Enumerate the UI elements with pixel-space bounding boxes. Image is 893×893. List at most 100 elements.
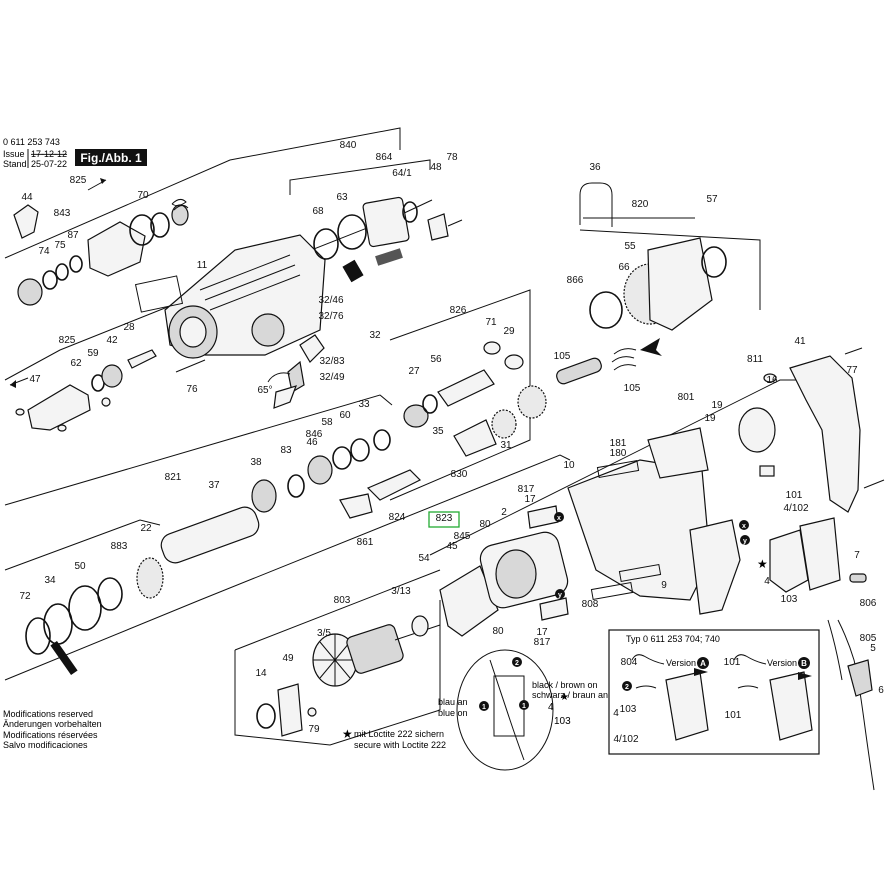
- part-number-label: 7: [854, 550, 860, 561]
- part-number-label: 840: [340, 140, 357, 151]
- handle-grip-part: [689, 519, 741, 615]
- field-housing-group: [556, 182, 727, 385]
- part-number-label: 66: [618, 262, 630, 273]
- part-number-label: 50: [74, 561, 86, 572]
- part-number-label: 74: [38, 246, 50, 257]
- part-number-label: 19: [704, 413, 716, 424]
- svg-text:1: 1: [482, 704, 486, 711]
- part-number-label: y: [743, 538, 747, 545]
- part-number-label: 883: [111, 541, 128, 552]
- part-number-label: 42: [106, 335, 118, 346]
- switch-part: [769, 529, 809, 593]
- part-number-label: 4/102: [613, 734, 638, 745]
- motor-housing-part: [567, 459, 711, 601]
- part-number-label: 34: [44, 575, 56, 586]
- part-number-label: 14: [255, 668, 267, 679]
- drive-gear-part: [517, 385, 547, 419]
- part-number-label: x: [557, 515, 561, 522]
- part-number-label: x: [742, 523, 746, 530]
- wire-black-note-2: schwarz / braun an: [532, 690, 608, 700]
- part-number-label: 68: [312, 206, 324, 217]
- notes: Modifications reserved Änderungen vorbeh…: [3, 557, 810, 750]
- bearing-flange-part: [647, 237, 713, 331]
- part-number-label: y: [558, 592, 562, 599]
- part-number-label: 181: [610, 438, 627, 449]
- issue-value: 17-12-12: [31, 149, 67, 159]
- handle-shell-part: [789, 355, 861, 513]
- part-number-label: 808: [582, 599, 599, 610]
- part-number-label: 22: [140, 523, 152, 534]
- part-number-label: 58: [321, 417, 333, 428]
- modifications-note-4: Salvo modificaciones: [3, 740, 88, 750]
- brush-ring-part: [738, 407, 776, 453]
- part-number-label: 6: [878, 685, 884, 696]
- part-number-label: 79: [308, 724, 320, 735]
- part-number-label: 803: [334, 595, 351, 606]
- part-number-label: 19: [711, 400, 723, 411]
- part-number-label: 845: [454, 531, 471, 542]
- wire-part-103: 103: [554, 716, 571, 727]
- variant-title: Typ 0 611 253 704; 740: [626, 634, 720, 644]
- wire-part-4: 4: [548, 702, 554, 713]
- part-number-label: 80: [479, 519, 491, 530]
- part-number-label: 78: [446, 152, 458, 163]
- star-icon-3: ★: [757, 557, 768, 571]
- spring-part: [556, 357, 602, 385]
- hammer-tube-part: [437, 369, 495, 407]
- part-number-label: 60: [339, 410, 351, 421]
- gear-group: [403, 341, 547, 457]
- part-number-label: 55: [624, 241, 636, 252]
- part-number-label: 805: [860, 633, 877, 644]
- part-number-label: 29: [503, 326, 515, 337]
- stator-group: [479, 505, 569, 621]
- bearing-cage-part: [362, 196, 410, 248]
- part-number-label: 27: [408, 366, 420, 377]
- part-number-label: 32: [369, 330, 381, 341]
- wire-marker-2b: [512, 657, 522, 667]
- variant-parts: [631, 654, 813, 741]
- part-number-label: 4: [764, 576, 770, 587]
- part-number-label: 10: [563, 460, 575, 471]
- part-number-label: 65°: [257, 385, 272, 396]
- connector-marker: [739, 520, 749, 530]
- motor-housing-group: [567, 427, 741, 615]
- version-a-label: Version: [666, 658, 696, 668]
- part-number-label: 3/13: [391, 586, 411, 597]
- loctite-note-2: secure with Loctite 222: [354, 740, 446, 750]
- stand-label: Stand: [3, 159, 27, 169]
- svg-text:2: 2: [625, 684, 629, 691]
- part-number-label: 57: [706, 194, 718, 205]
- svg-text:2: 2: [515, 660, 519, 667]
- part-number-label: 76: [186, 384, 198, 395]
- part-number-label: 5: [870, 643, 876, 654]
- part-number-label: 63: [336, 192, 348, 203]
- part-number-label: 811: [747, 354, 763, 365]
- loctite-note-1: mit Loctite 222 sichern: [354, 729, 444, 739]
- connector-marker: [555, 589, 565, 599]
- part-number-label: 35: [432, 426, 444, 437]
- part-number-label: 62: [70, 358, 82, 369]
- part-number-label: 46: [306, 437, 318, 448]
- spindle-gear-part: [136, 557, 164, 599]
- part-number-label: 103: [781, 594, 798, 605]
- part-number-label: 77: [846, 365, 858, 376]
- star-icon: ★: [342, 727, 353, 741]
- crank-part: [453, 419, 497, 457]
- chuck-assembly: [13, 178, 189, 306]
- doc-number: 0 611 253 743: [3, 137, 60, 147]
- part-number-label: 846: [306, 429, 323, 440]
- part-number-label: 28: [123, 322, 135, 333]
- armature-core-part: [346, 624, 404, 674]
- wire-marker-1: [479, 701, 489, 711]
- modifications-note-1: Modifications reserved: [3, 709, 93, 719]
- part-number-label: 11: [197, 260, 208, 271]
- version-b-letter: B: [801, 659, 807, 668]
- rear-handle-group: [738, 347, 885, 791]
- part-number-label: 105: [624, 383, 641, 394]
- part-number-label: 83: [280, 445, 292, 456]
- part-number-label: 866: [567, 275, 584, 286]
- part-number-label: 37: [208, 480, 220, 491]
- impact-bolt-part: [366, 469, 422, 501]
- part-number-label: 804: [621, 657, 638, 668]
